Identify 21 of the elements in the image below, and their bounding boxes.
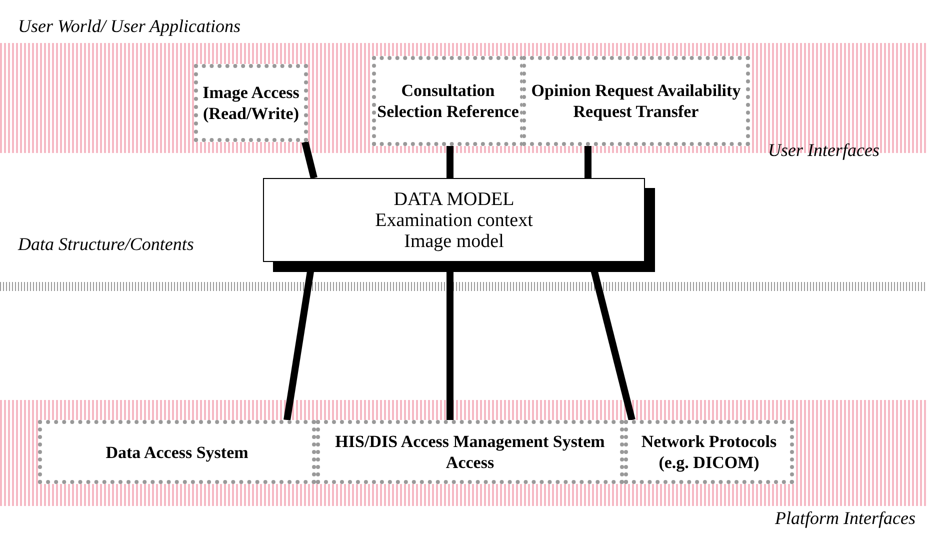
- box-text: HIS/DIS Access Management System Access: [334, 431, 606, 473]
- model-box: [263, 178, 645, 262]
- interface-box: [194, 64, 308, 142]
- layer-label: Platform Interfaces: [775, 508, 916, 529]
- interface-box: [624, 420, 794, 484]
- layer-label: User World/ User Applications: [18, 16, 241, 37]
- layer-label: Data Structure/Contents: [18, 234, 194, 255]
- box-text: Data Access System: [106, 442, 248, 462]
- interface-box: [316, 420, 624, 484]
- interface-box: [372, 56, 524, 146]
- interface-box: [522, 56, 750, 146]
- box-text: Network Protocols (e.g. DICOM): [640, 431, 778, 473]
- box-text: Opinion Request Availability Request Transfer: [530, 80, 742, 122]
- layer-label: User Interfaces: [768, 140, 880, 161]
- box-text: Examination context Image model: [374, 210, 534, 252]
- box-heading: DATA MODEL: [394, 188, 514, 210]
- box-text: Consultation Selection Reference: [376, 80, 520, 122]
- connector-line: [446, 146, 454, 178]
- interface-box: [38, 420, 316, 484]
- connector-line: [584, 146, 592, 178]
- box-text: Image Access (Read/Write): [202, 82, 300, 124]
